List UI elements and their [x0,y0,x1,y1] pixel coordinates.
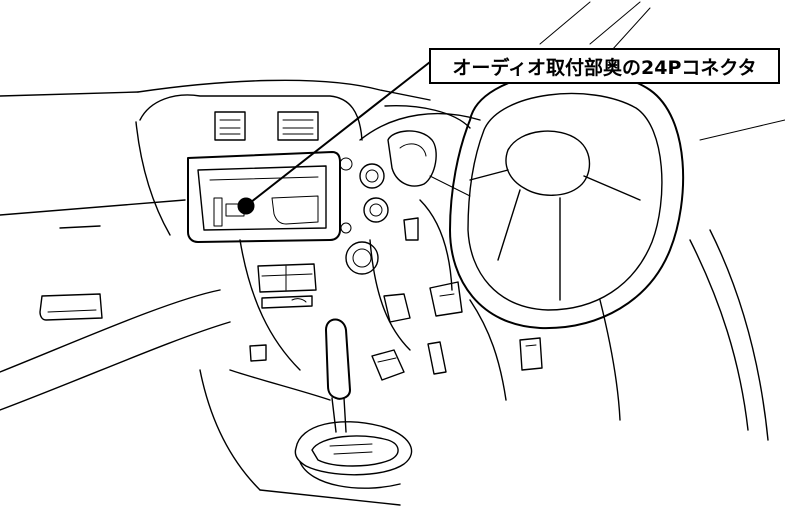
passenger-dash [0,225,231,411]
connector-callout-label: オーディオ取付部奥の24Pコネクタ [429,48,780,84]
cluster-knobs [345,130,437,275]
center-console [199,239,411,506]
connector-marker [237,197,255,215]
steering-wheel [429,70,685,330]
center-air-vents [214,111,319,141]
steering-column [403,199,621,421]
pedals [371,293,447,381]
gear-shifter [294,318,413,489]
audio-opening [187,151,353,243]
door-trim [519,229,769,441]
callout-leader [237,61,431,215]
